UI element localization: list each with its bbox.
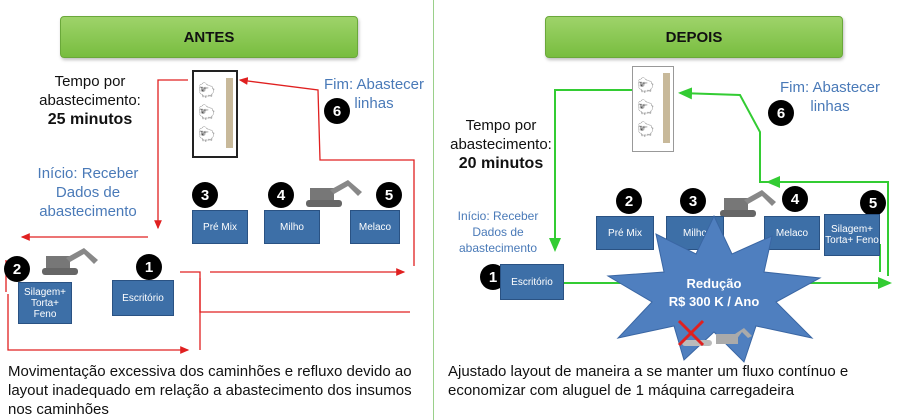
reduction-title: Redução — [686, 276, 742, 291]
sheep-icon: 🐑 — [637, 99, 655, 115]
after-caption: Ajustado layout de maneira a se manter u… — [448, 363, 849, 399]
sheep-icon: 🐑 — [637, 77, 655, 93]
sheep-icon: 🐑 — [198, 126, 216, 142]
escritorio-box: Escritório — [112, 280, 174, 316]
escritorio-box: Escritório — [500, 264, 564, 300]
before-start-label: Início: Receber Dados de abastecimento — [37, 165, 139, 220]
step-6-badge: 6 — [324, 98, 350, 124]
step-2-badge: 2 — [616, 188, 642, 214]
silagem-box: Silagem+ Torta+ Feno — [18, 282, 72, 324]
step-3-badge: 3 — [680, 188, 706, 214]
reduction-burst — [606, 214, 822, 363]
depois-header: DEPOIS — [545, 16, 843, 58]
after-time-text: Tempo por abastecimento: — [450, 117, 552, 153]
before-end-label: Fim: Abastecer linhas — [323, 76, 425, 112]
after-start-label: Início: Receber Dados de abastecimento — [457, 209, 539, 255]
silagem-box: Silagem+ Torta+ Feno — [824, 214, 880, 256]
before-time-value: 25 minutos — [47, 111, 133, 128]
premix-box: Pré Mix — [192, 210, 248, 244]
reduction-value: R$ 300 K / Ano — [668, 294, 760, 309]
after-time-label: Tempo por abastecimento: 20 minutos — [446, 116, 556, 173]
melaco-box: Melaco — [350, 210, 400, 244]
antes-header: ANTES — [60, 16, 358, 58]
step-2-badge: 2 — [4, 256, 30, 282]
cross-icon — [677, 319, 705, 347]
before-time-text: Tempo por abastecimento: — [39, 73, 141, 109]
panel-divider — [433, 0, 434, 420]
step-3-badge: 3 — [192, 182, 218, 208]
feed-strip — [663, 73, 670, 143]
step-4-badge: 4 — [268, 182, 294, 208]
after-end-label: Fim: Abastecer linhas — [779, 79, 881, 115]
before-caption: Movimentação excessiva dos caminhões e r… — [8, 363, 412, 418]
excavator-icon — [42, 248, 98, 275]
sheep-icon: 🐑 — [637, 121, 655, 137]
melaco-box: Melaco — [764, 216, 820, 250]
step-5-badge: 5 — [860, 190, 886, 216]
step-6-badge: 6 — [768, 100, 794, 126]
sheep-pen: 🐑 🐑 🐑 — [192, 70, 238, 158]
before-time-label: Tempo por abastecimento: 25 minutos — [30, 72, 150, 129]
after-time-value: 20 minutos — [458, 155, 544, 172]
step-5-badge: 5 — [376, 182, 402, 208]
premix-box: Pré Mix — [596, 216, 654, 250]
step-4-badge: 4 — [782, 186, 808, 212]
excavator-icon — [720, 190, 776, 217]
excavator-icon — [682, 328, 752, 346]
feed-strip — [226, 78, 233, 148]
sheep-pen: 🐑 🐑 🐑 — [632, 66, 674, 152]
excavator-icon — [306, 180, 362, 207]
sheep-icon: 🐑 — [198, 104, 216, 120]
sheep-icon: 🐑 — [198, 82, 216, 98]
step-1-badge: 1 — [136, 254, 162, 280]
milho-box: Milho — [264, 210, 320, 244]
